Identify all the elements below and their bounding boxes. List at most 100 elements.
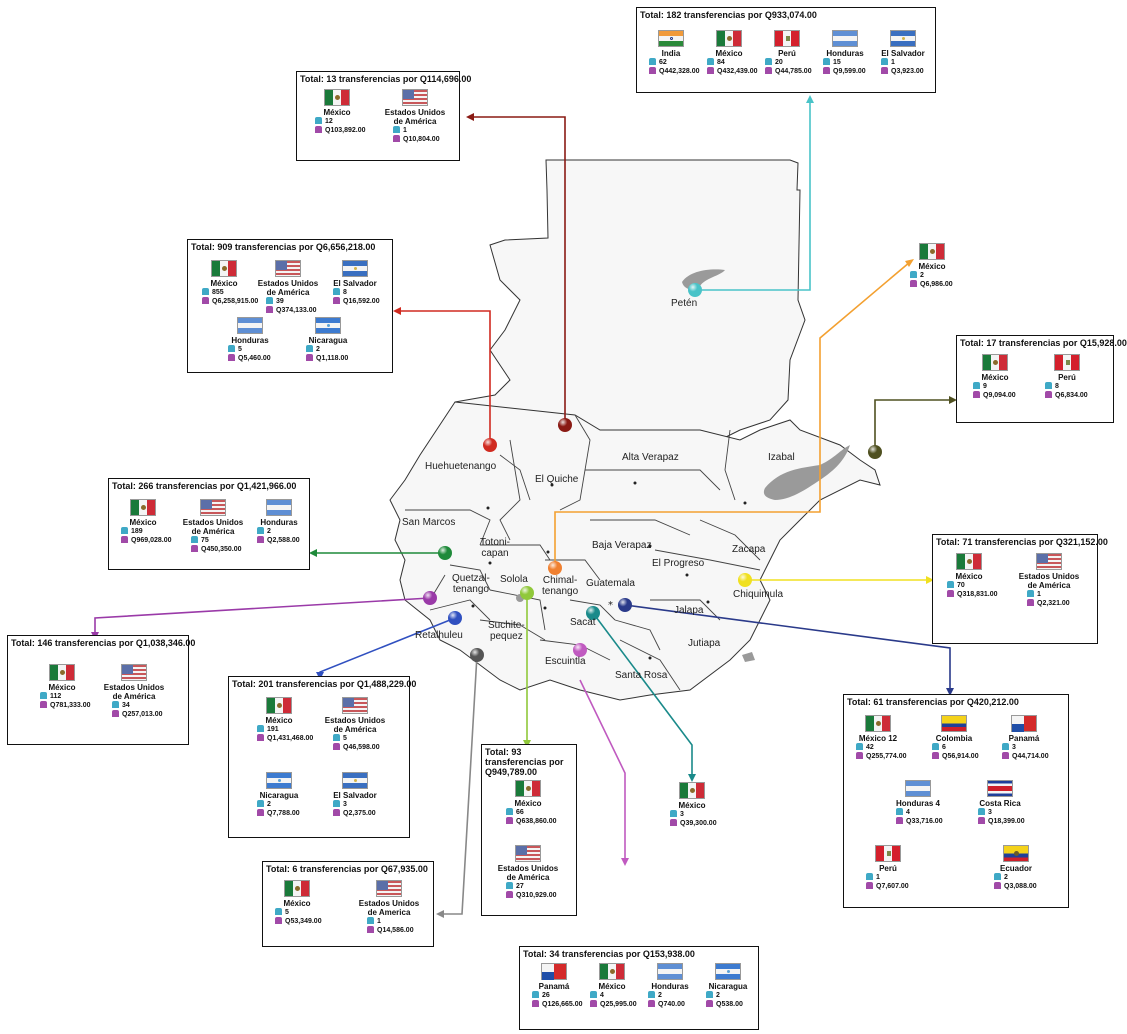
count-stat: 112 [30, 692, 94, 701]
country-name: India [661, 49, 681, 58]
dept-label-escuintla: Escuintla [545, 656, 586, 667]
country-name: Panamá [1008, 734, 1040, 743]
flag-icon [865, 715, 891, 732]
box-quiche: Total: 13 transferencias por Q114,696.00… [296, 71, 471, 161]
box-title: Total: 34 transferencias por Q153,938.00 [523, 949, 695, 959]
country-name: México [598, 982, 626, 991]
money-icon [973, 391, 980, 398]
count-stat: 1 [357, 917, 421, 926]
box-san-marcos: Total: 266 transferencias por Q1,421,966… [108, 478, 310, 570]
flag-icon [982, 354, 1008, 371]
count-stat: 1 [1017, 590, 1081, 599]
transfer-count-icon [333, 288, 340, 295]
amount-stat: Q6,258,915.00 [192, 297, 258, 306]
transfer-count-icon [947, 581, 954, 588]
dept-label-izabal: Izabal [768, 452, 795, 463]
transfer-count-icon [910, 271, 917, 278]
box-title: Total: 93 transferencias por Q949,789.00 [485, 747, 564, 777]
marker-quetzaltenango [423, 591, 437, 605]
marker-huehuetenango [483, 438, 497, 452]
money-icon [765, 67, 772, 74]
money-icon [506, 891, 513, 898]
transfer-count-icon [670, 810, 677, 817]
lake-guija [742, 652, 755, 662]
transfer-count-icon [881, 58, 888, 65]
money-icon [649, 67, 656, 74]
flag-icon [679, 782, 705, 799]
transfer-count-icon [649, 58, 656, 65]
transfer-count-icon [315, 117, 322, 124]
country-name: Estados Unidos de America [358, 899, 420, 917]
box-title: Total: 201 transferencias por Q1,488,229… [232, 679, 417, 689]
transfer-count-icon [978, 808, 985, 815]
dept-label-quetzaltenango: Quetzal- tenango [452, 573, 490, 595]
country-name: Honduras [260, 518, 298, 527]
amount-stat: Q442,328.00 [639, 67, 703, 76]
transfer-count-icon [1002, 743, 1009, 750]
count-stat: 2 [296, 345, 360, 354]
flag-icon [657, 963, 683, 980]
money-icon [257, 536, 264, 543]
transfer-count-icon [367, 917, 374, 924]
money-icon [823, 67, 830, 74]
transfer-count-icon [228, 345, 235, 352]
country-name: Costa Rica [979, 799, 1021, 808]
money-icon [202, 297, 209, 304]
amount-stat: Q1,431,468.00 [247, 734, 313, 743]
country-name: México [678, 801, 706, 810]
count-stat: 3 [660, 810, 724, 819]
box-title: Total: 182 transferencias por Q933,074.0… [640, 10, 817, 20]
amount-stat: Q14,586.00 [357, 926, 421, 935]
count-stat: 1 [871, 58, 935, 67]
count-stat: 6 [922, 743, 986, 752]
amount-stat: Q374,133.00 [256, 306, 320, 315]
flag-icon [315, 317, 341, 334]
count-stat: 191 [247, 725, 311, 734]
marker-solola [520, 586, 534, 600]
money-icon [978, 817, 985, 824]
flag-icon [905, 780, 931, 797]
box-izabal: Total: 17 transferencias por Q15,928.00 … [956, 335, 1127, 423]
count-stat: 2 [984, 873, 1048, 882]
count-stat: 5 [323, 734, 387, 743]
amount-stat: Q6,986.00 [900, 280, 964, 289]
box-guatemala: Total: 61 transferencias por Q420,212.00… [843, 694, 1069, 908]
count-stat: 4 [886, 808, 950, 817]
marker-san-marcos [438, 546, 452, 560]
marker-peten [688, 283, 702, 297]
country-name: Colombia [935, 734, 973, 743]
box-title: Total: 61 transferencias por Q420,212.00 [847, 697, 1019, 707]
dept-label-jalapa: Jalapa [674, 605, 704, 616]
count-stat: 75 [181, 536, 245, 545]
flag-icon [715, 963, 741, 980]
country-name: Estados Unidos de América [257, 279, 319, 297]
money-icon [367, 926, 374, 933]
dept-label-totonicapan: Totoni- capan [480, 537, 511, 559]
transfer-count-icon [994, 873, 1001, 880]
transfer-count-icon [896, 808, 903, 815]
flag-icon [49, 664, 75, 681]
dept-label-huehuetenango: Huehuetenango [425, 461, 497, 472]
count-stat: 8 [1035, 382, 1099, 391]
transfer-count-icon [1045, 382, 1052, 389]
flag-icon [200, 499, 226, 516]
transfer-count-icon [707, 58, 714, 65]
flag-icon [599, 963, 625, 980]
amount-stat: Q25,995.00 [580, 1000, 644, 1009]
amount-stat: Q6,834.00 [1035, 391, 1099, 400]
